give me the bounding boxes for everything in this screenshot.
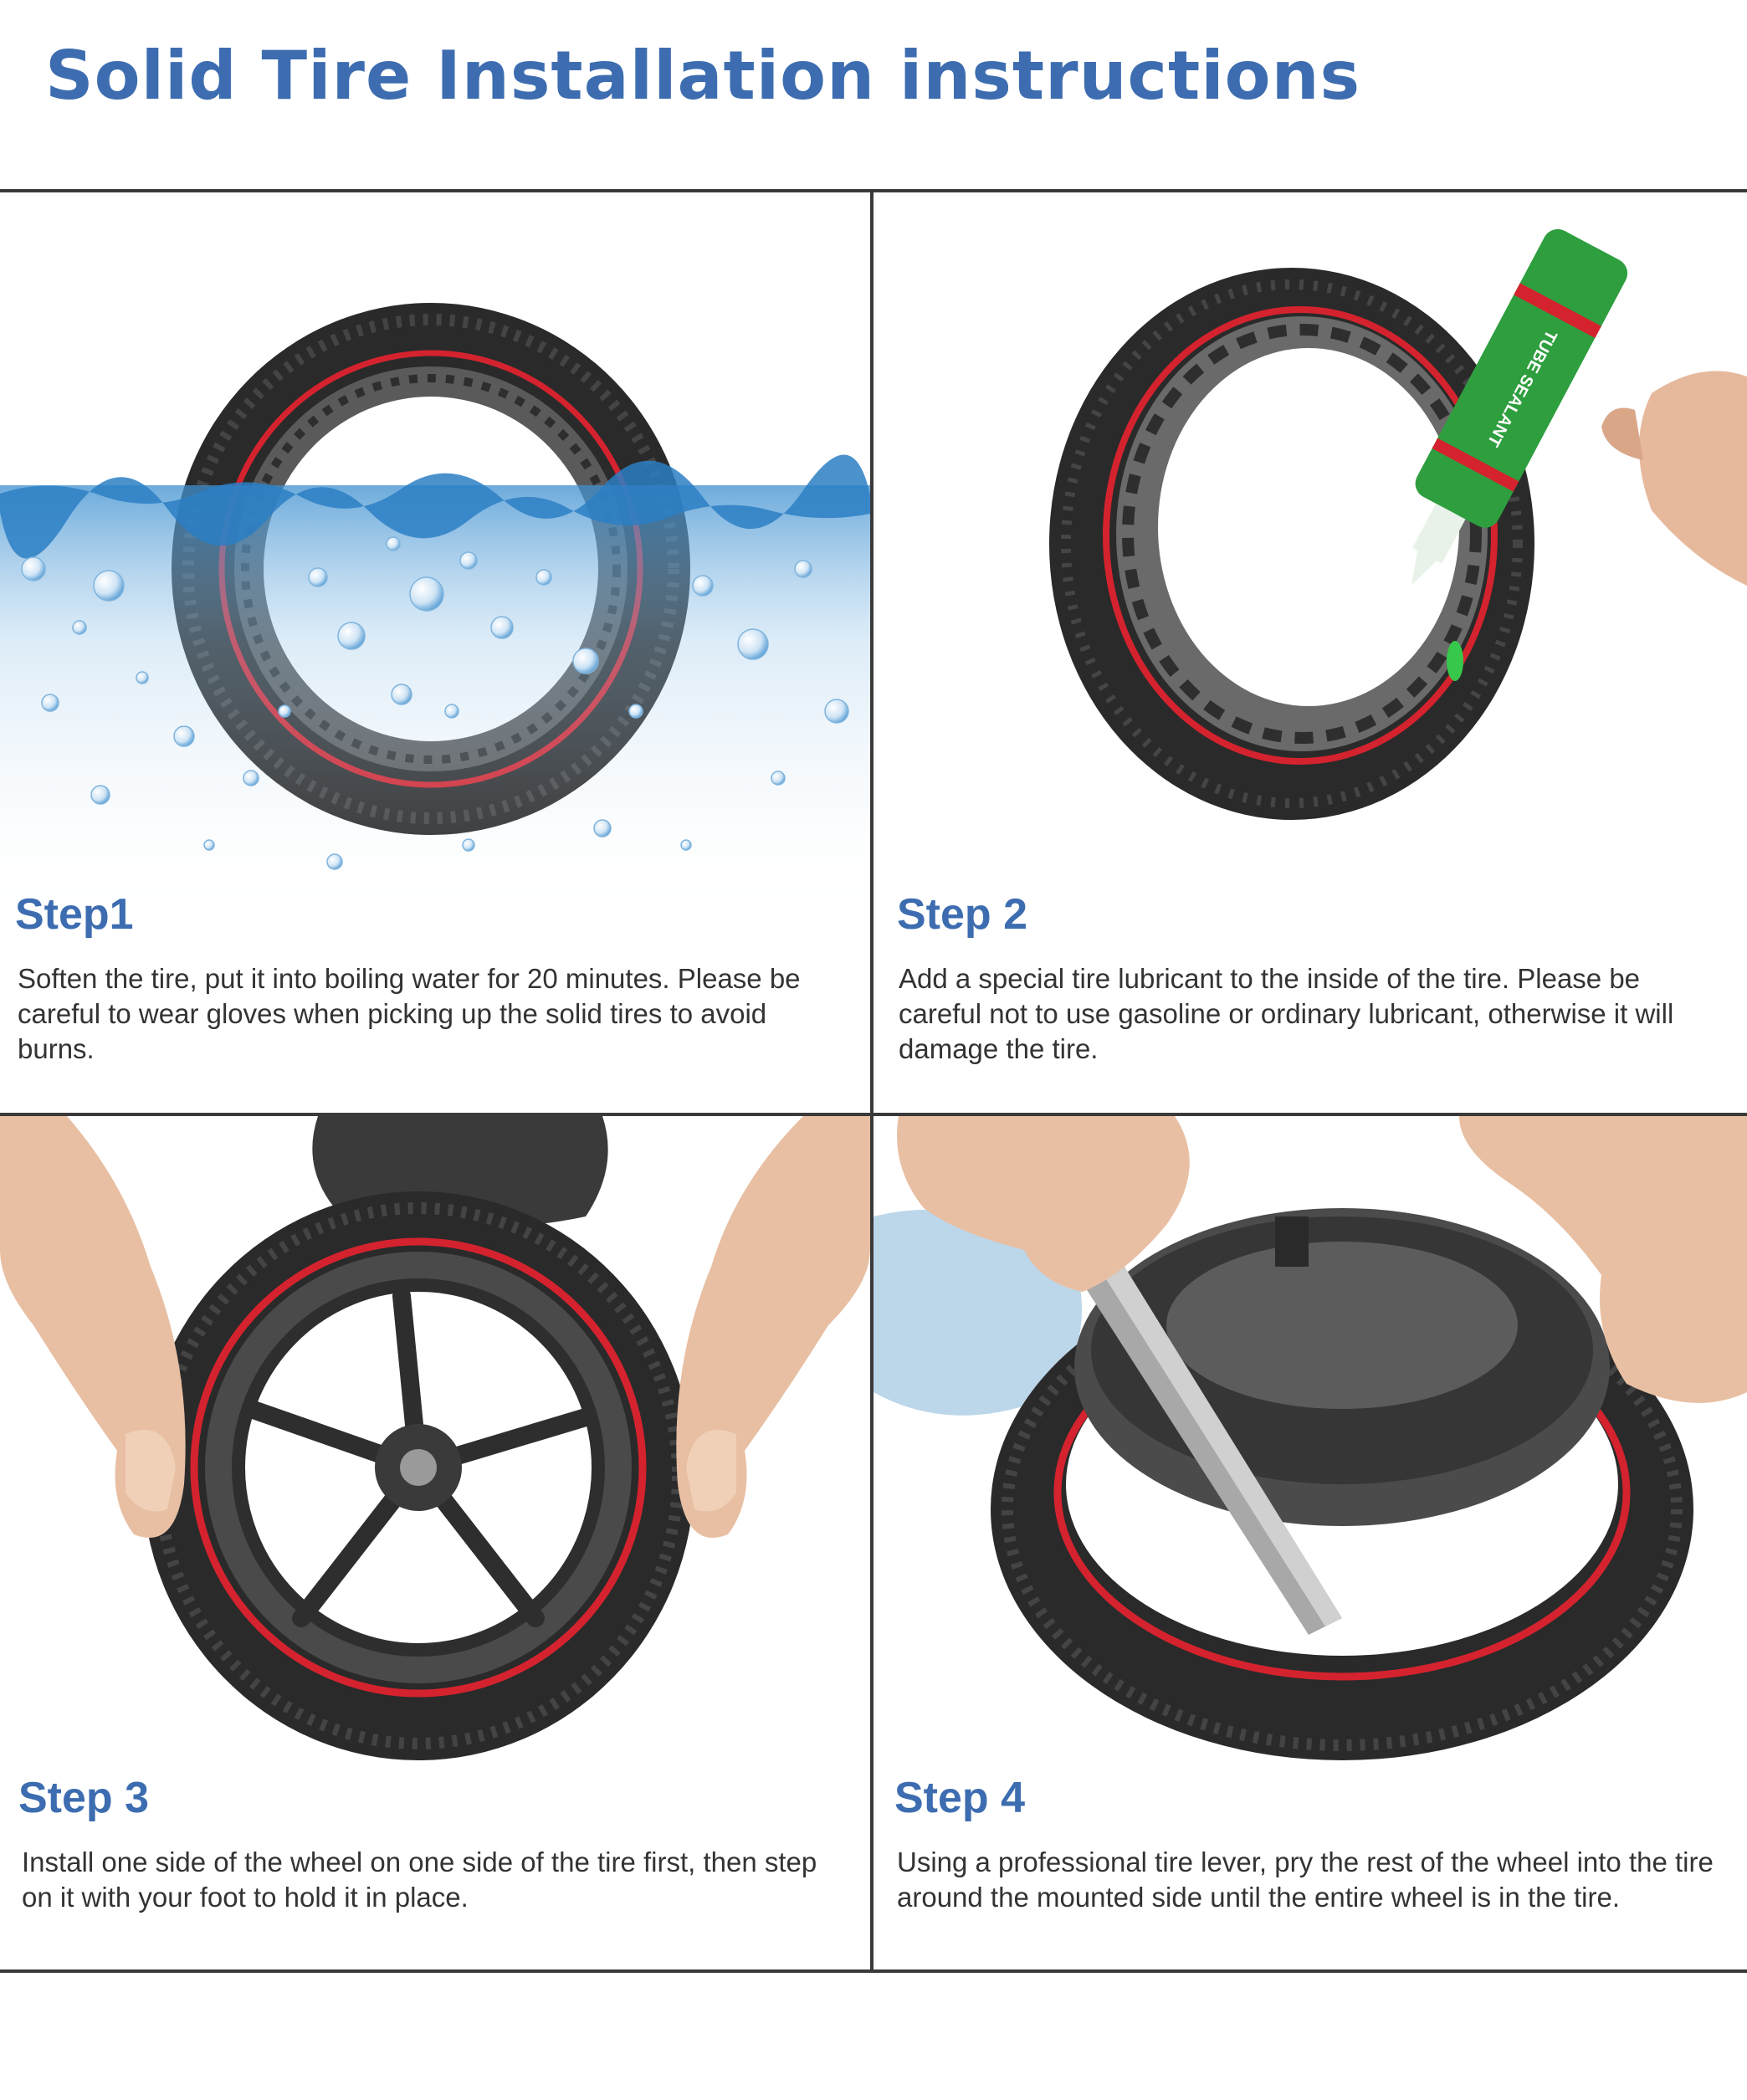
- tire-lever: [1083, 1267, 1342, 1635]
- tire-in-boiling-water-image: [0, 303, 870, 929]
- step-1-description: Soften the tire, put it into boiling wat…: [18, 963, 801, 1064]
- grid-top-divider: [0, 189, 1747, 192]
- hand-holding-bottle: [1601, 371, 1747, 586]
- step-4-title: Step 4: [894, 1774, 1026, 1822]
- step-1-title: Step1: [15, 890, 134, 939]
- step-2-description: Add a special tire lubricant to the insi…: [899, 963, 1674, 1064]
- solid-tire-2: [1049, 268, 1534, 820]
- step-3-description: Install one side of the wheel on one sid…: [22, 1846, 817, 1913]
- grid-vertical-divider: [870, 189, 874, 1973]
- lubricant-applied-to-tire-image: TUBE SEALANT: [1049, 228, 1747, 820]
- step-1-panel: Step1 Soften the tire, put it into boili…: [0, 192, 870, 1113]
- step-3-panel: Step 3 Install one side of the wheel on …: [0, 1116, 870, 1969]
- step-2-title: Step 2: [897, 890, 1028, 939]
- step-2-panel: TUBE SEALANT Step 2 Add a special tire l…: [874, 192, 1747, 1113]
- page-title: Solid Tire Installation instructions: [45, 37, 1361, 115]
- hands-mounting-wheel-in-tire-image: [0, 1116, 870, 1760]
- tire-lever-prying-wheel-image: [874, 1116, 1747, 1760]
- grid-bottom-divider: [0, 1969, 1747, 1973]
- hands-using-lever: [897, 1116, 1747, 1403]
- water-bubbles: [21, 536, 849, 870]
- grid-middle-divider: [0, 1113, 1747, 1116]
- steps-grid: Step1 Soften the tire, put it into boili…: [0, 189, 1747, 1973]
- step-4-description: Using a professional tire lever, pry the…: [897, 1846, 1714, 1913]
- step-4-panel: Step 4 Using a professional tire lever, …: [874, 1116, 1747, 1969]
- hands-holding-tire: [0, 1116, 870, 1538]
- step-3-title: Step 3: [18, 1774, 150, 1822]
- wheel-rim: [232, 1278, 605, 1657]
